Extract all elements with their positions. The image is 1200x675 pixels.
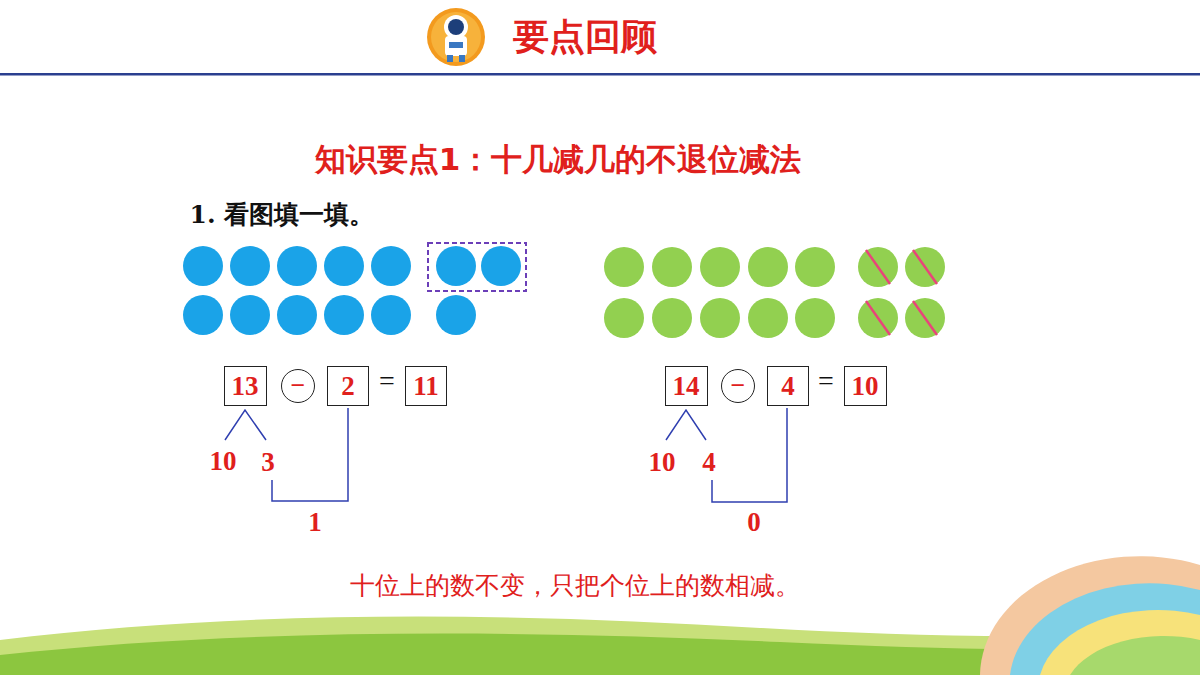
cross-out-strokes xyxy=(866,250,937,335)
tens-part: 10 xyxy=(649,447,676,478)
box-number: 14 xyxy=(673,373,700,400)
green-dots xyxy=(604,247,945,338)
equals-sign: = xyxy=(379,365,395,397)
operator-circle: − xyxy=(721,369,755,403)
number-box: 2 xyxy=(327,366,369,406)
section-heading: 知识要点1：十几减几的不退位减法 xyxy=(315,139,802,181)
number-box: 4 xyxy=(767,366,809,406)
ground-decoration xyxy=(0,556,1200,675)
ones-part: 4 xyxy=(702,447,716,478)
question-text: 1. 看图填一填。 xyxy=(190,198,375,231)
number-box: 10 xyxy=(844,366,887,406)
ones-part: 3 xyxy=(261,447,275,478)
astronaut-icon xyxy=(427,8,485,66)
number-box: 13 xyxy=(224,366,267,406)
operator-circle: − xyxy=(281,369,315,403)
box-number: − xyxy=(731,373,746,399)
ones-difference: 1 xyxy=(308,507,322,538)
split-lines xyxy=(225,408,787,502)
box-number: 10 xyxy=(852,373,879,400)
box-number: 4 xyxy=(781,373,795,400)
number-box: 14 xyxy=(665,366,708,406)
rule-note: 十位上的数不变，只把个位上的数相减。 xyxy=(350,569,800,602)
ones-difference: 0 xyxy=(747,507,761,538)
box-number: 2 xyxy=(341,373,355,400)
header-rule xyxy=(0,73,1200,76)
number-box: 11 xyxy=(405,366,447,406)
page-title: 要点回顾 xyxy=(513,13,657,62)
tens-part: 10 xyxy=(210,446,237,477)
box-number: − xyxy=(291,373,306,399)
dashed-group xyxy=(428,243,526,291)
box-number: 11 xyxy=(413,373,439,400)
box-number: 13 xyxy=(232,373,259,400)
equals-sign: = xyxy=(818,365,834,397)
